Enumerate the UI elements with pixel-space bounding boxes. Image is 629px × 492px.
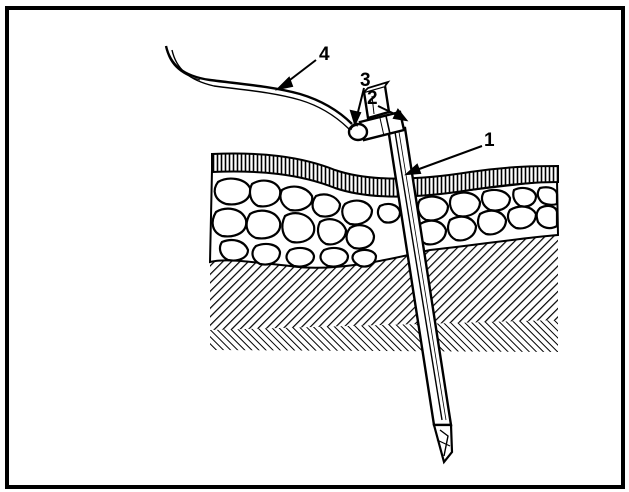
callout-1: 1 xyxy=(484,130,495,151)
callout-2: 2 xyxy=(367,88,378,109)
clamp-bolt xyxy=(349,124,367,140)
soil-layers xyxy=(210,154,558,352)
callout-4: 4 xyxy=(319,44,330,65)
